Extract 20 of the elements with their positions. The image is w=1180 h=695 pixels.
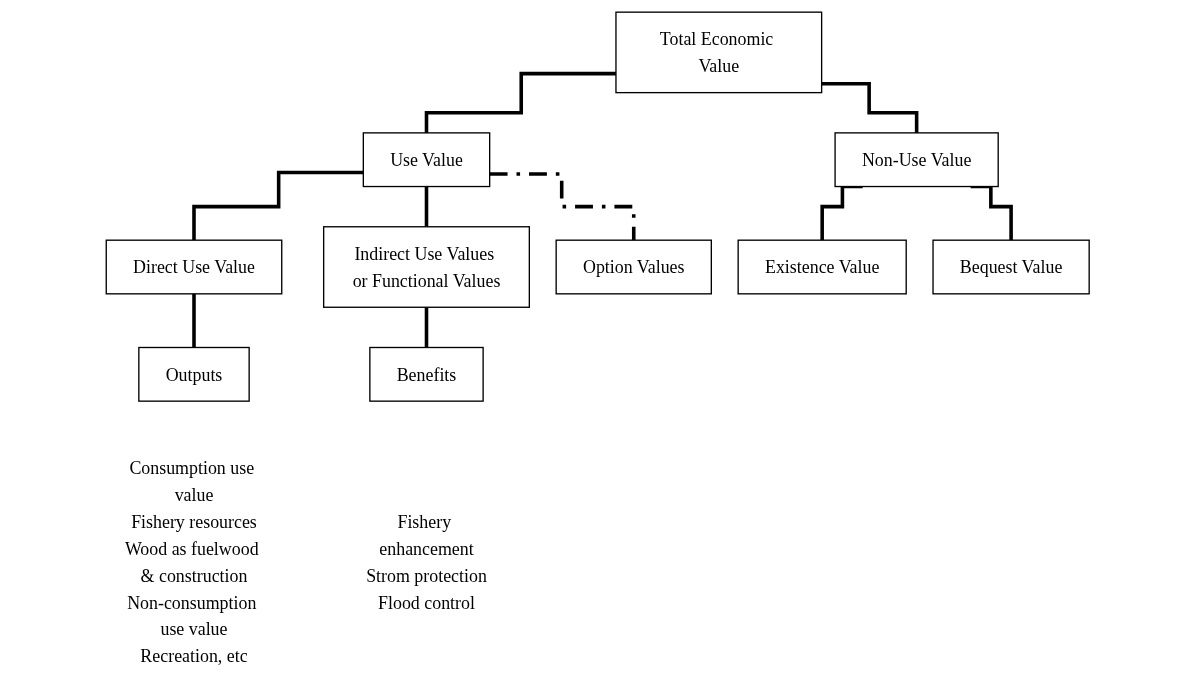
node-label: Flood control <box>377 592 475 613</box>
node-label: Consumption use value <box>129 458 254 505</box>
node-box: Existence Value <box>737 239 907 295</box>
node-box: Benefits <box>369 346 484 402</box>
node-box: Outputs <box>138 346 250 402</box>
node-box: Indirect Use Values or Functional Values <box>322 226 530 308</box>
node-box: Use Value <box>362 132 491 188</box>
node-box: Non-Use Value <box>834 132 999 188</box>
node-label: Recreation, etc <box>140 646 248 666</box>
node-label: Strom protection <box>365 565 487 586</box>
node-label: Wood as fuelwood & construction <box>124 538 259 586</box>
node-box: Bequest Value <box>932 239 1090 295</box>
node-box: Direct Use Value <box>105 239 283 295</box>
connector-line <box>489 172 636 242</box>
node-box: Option Values <box>555 239 712 295</box>
node-label: Fishery resources <box>130 512 257 532</box>
node-label: Fishery enhancement <box>379 512 474 559</box>
node-label: Non-consumption use value <box>127 592 257 640</box>
node-box: Total Economic Value <box>615 11 823 94</box>
connector-line <box>192 170 364 242</box>
